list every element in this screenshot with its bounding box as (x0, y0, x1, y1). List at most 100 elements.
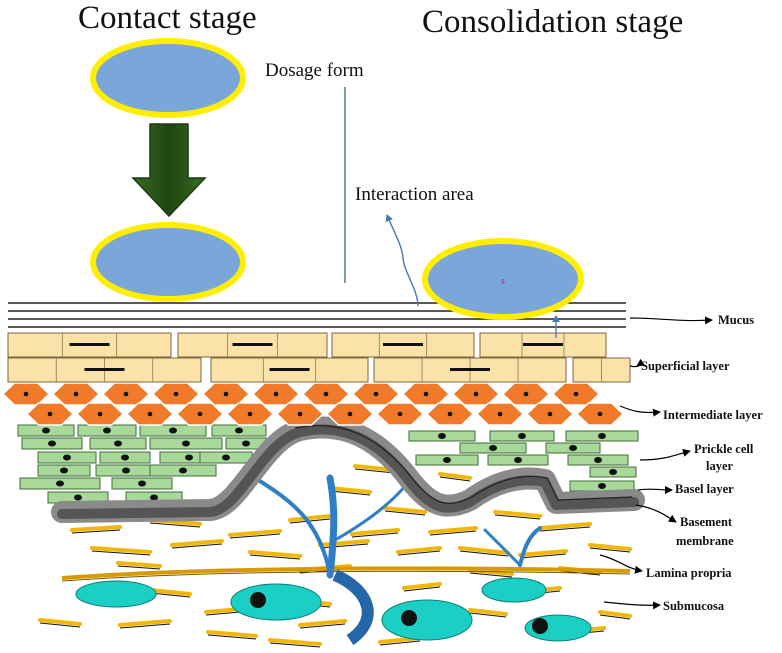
fiber-shadow-14 (519, 553, 567, 559)
intermediate-pointer (619, 405, 661, 417)
intermediate-nucleus (397, 411, 403, 417)
fiber-38 (383, 506, 427, 514)
fiber-shadow-5 (351, 532, 399, 538)
fiber-26 (206, 630, 258, 638)
dosage-particle-mark: s (501, 276, 505, 287)
fiber-36 (438, 472, 472, 480)
vessel-arc (332, 569, 374, 645)
fiber-shadow-9 (319, 543, 369, 549)
fiber-shadow-35 (354, 468, 396, 474)
lamina-propria-label: Lamina propria (646, 566, 732, 580)
intermediate-nucleus (347, 411, 353, 417)
fiber-shadow-30 (599, 614, 631, 620)
prickle-nucleus (518, 433, 526, 439)
superficial-layer-label: Superficial layer (641, 359, 730, 373)
prickle-nucleus (121, 454, 129, 461)
fiber-39 (493, 510, 542, 518)
intermediate-nucleus (423, 391, 429, 397)
prickle-nucleus (122, 467, 130, 474)
contact-stage-title: Contact stage (78, 0, 257, 36)
submucosa-pointer (603, 601, 661, 610)
prickle-cell-label-line1: Prickle cell (694, 442, 754, 456)
intermediate-nucleus (147, 411, 153, 417)
fiber-shadow-11 (459, 550, 509, 557)
prickle-nucleus (150, 494, 158, 501)
fiber-shadow-6 (91, 550, 151, 556)
fiber-30 (598, 610, 632, 618)
prickle-nucleus (569, 445, 577, 451)
lamina-pointer (599, 554, 643, 574)
fiber-1 (70, 525, 122, 532)
fiber-24 (402, 582, 442, 590)
fiber-13 (588, 543, 632, 551)
fiber-5 (350, 528, 400, 536)
prickle-nucleus (514, 457, 522, 463)
fiber-shadow-27 (299, 623, 346, 629)
fiber-11 (458, 546, 510, 555)
fiber-shadow-13 (589, 547, 631, 553)
superficial-pointer (629, 358, 646, 368)
superficial-nucleus (383, 343, 423, 346)
intermediate-nucleus (23, 391, 29, 397)
prickle-nucleus (63, 454, 71, 461)
prickle-nucleus (594, 457, 602, 463)
fiber-shadow-26 (207, 634, 257, 640)
fiber-6 (90, 546, 152, 554)
vessel-branch-1 (253, 476, 332, 577)
superficial-layer (7, 332, 631, 383)
interaction-area-pointer (385, 214, 419, 307)
prickle-nucleus (138, 480, 146, 487)
intermediate-nucleus (497, 411, 503, 417)
fiber-shadow-3 (229, 533, 281, 539)
intermediate-nucleus (173, 391, 179, 397)
basement-membrane-label-line2: membrane (676, 534, 734, 548)
intermediate-nucleus (73, 391, 79, 397)
lamina-propria-band (61, 566, 631, 582)
prickle-cell-label-line2: layer (706, 459, 734, 473)
submucosa-cells (75, 577, 592, 642)
submucosa-nucleus (532, 618, 548, 634)
mucus-pointer (629, 316, 713, 325)
submucosa-nucleus (401, 610, 417, 626)
fiber-10 (428, 526, 478, 534)
basement-membrane (51, 416, 645, 523)
prickle-nucleus (182, 440, 190, 447)
prickle-nucleus (598, 433, 606, 439)
interaction-area-label: Interaction area (355, 184, 474, 205)
basel-pointer (637, 485, 673, 494)
prickle-nucleus (114, 440, 122, 447)
submucosa-cell-4 (481, 577, 547, 603)
vessel-branch-4 (483, 528, 522, 567)
fiber-shadow-2 (149, 522, 201, 528)
prickle-nucleus (609, 469, 617, 475)
dosage-form-2 (90, 222, 246, 302)
prickle-nucleus (103, 427, 111, 434)
intermediate-layer (1, 382, 625, 426)
prickle-nucleus (222, 454, 230, 461)
intermediate-nucleus (547, 411, 553, 417)
label-pointers (385, 214, 713, 610)
intermediate-nucleus (573, 391, 579, 397)
prickle-nucleus (42, 427, 50, 434)
fiber-9 (318, 539, 370, 547)
prickle-nucleus (438, 433, 446, 439)
submucosa-nucleus (250, 592, 266, 608)
lamina-propria-line (61, 566, 631, 580)
intermediate-nucleus (123, 391, 129, 397)
fiber-shadow-34 (379, 640, 421, 646)
prickle-nucleus (179, 467, 187, 474)
fiber-shadow-38 (384, 510, 426, 516)
down-arrow-icon (131, 123, 207, 218)
prickle-nucleus (235, 427, 243, 434)
superficial-nucleus (523, 343, 563, 346)
fiber-32 (38, 618, 82, 626)
fiber-shadow-39 (494, 514, 541, 520)
consolidation-stage-title: Consolidation stage (422, 4, 684, 40)
intermediate-nucleus (297, 411, 303, 417)
fiber-shadow-24 (403, 586, 441, 592)
lamina-propria-edge (61, 570, 631, 582)
prickle-nucleus (598, 483, 606, 489)
fiber-shadow-15 (397, 550, 441, 556)
